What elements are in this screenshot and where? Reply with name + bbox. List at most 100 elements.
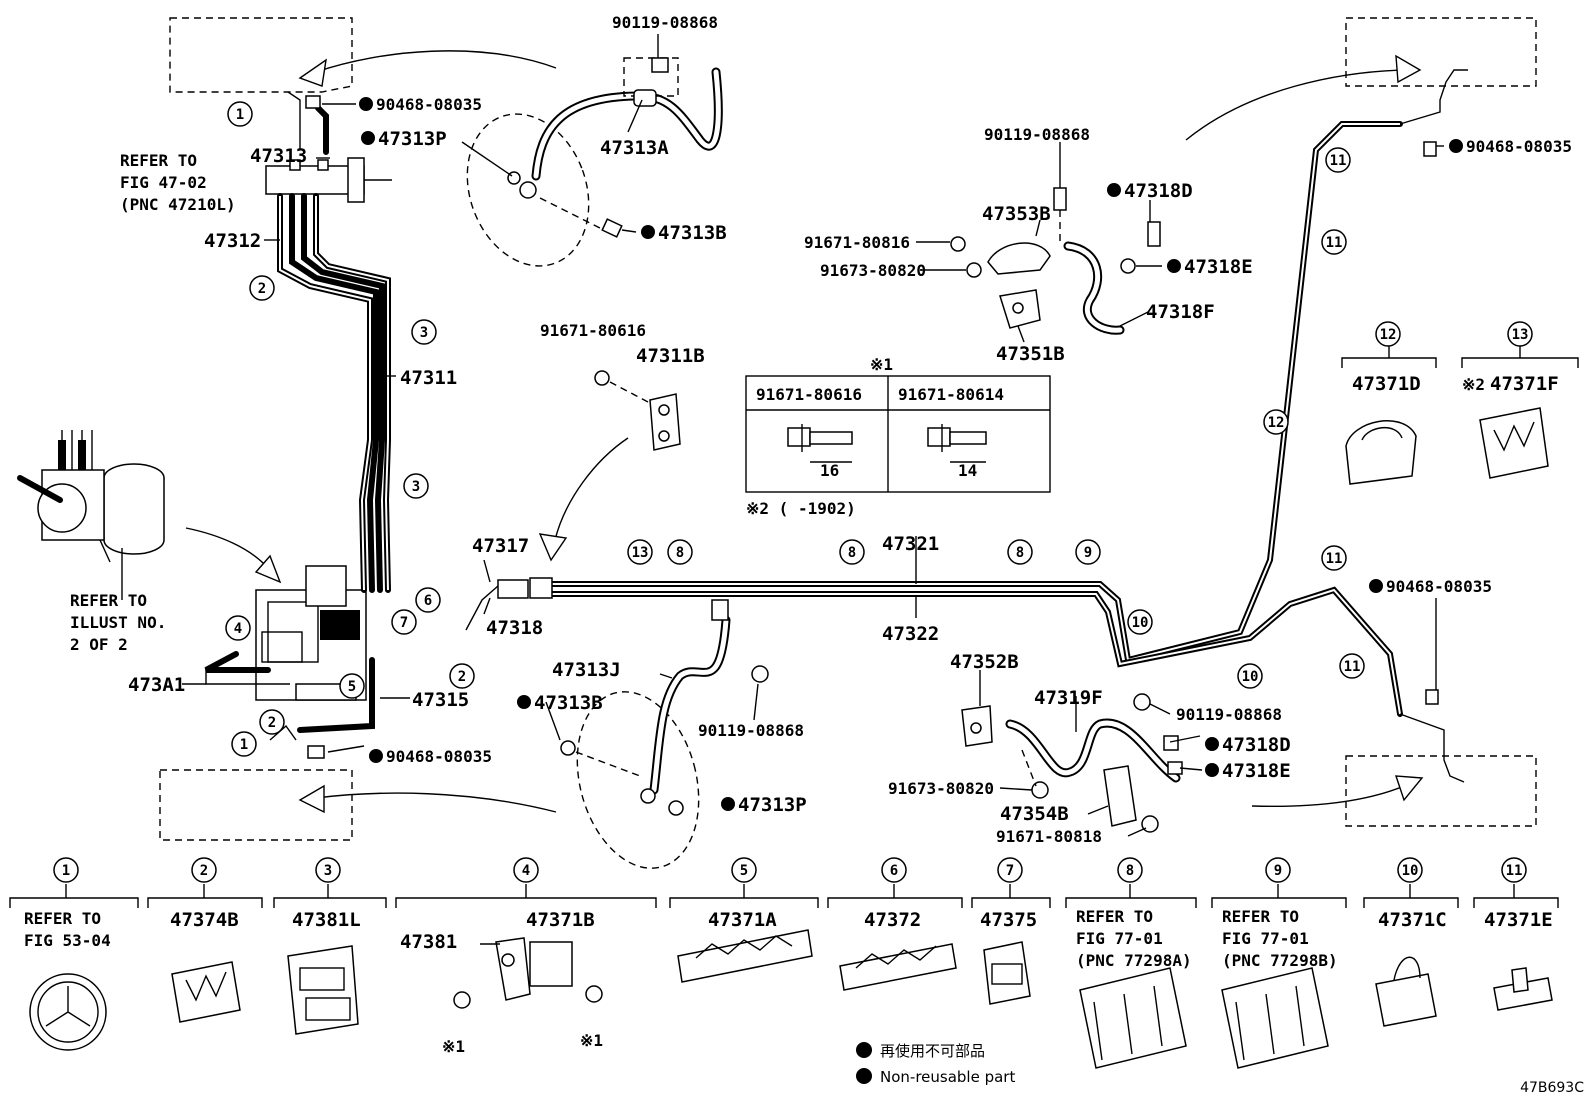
label-47311B: 47311B [636,345,705,367]
svg-text:FIG 77-01: FIG 77-01 [1222,929,1309,948]
leader-lines [121,34,1444,945]
table-dim2: 14 [958,461,977,480]
svg-text:3: 3 [324,863,332,879]
label-473A1: 473A1 [128,674,185,696]
legend-japanese: 再使用不可部品 [880,1042,985,1060]
svg-text:47371B: 47371B [526,909,595,931]
label-47351B: 47351B [996,343,1065,365]
refer-fig-47-02-line2: FIG 47-02 [120,173,207,192]
svg-text:8: 8 [848,545,856,561]
fastener-table [745,375,1051,493]
callout: 11 [1321,229,1347,255]
label-47313P-bottom: 47313P [738,794,807,816]
callout: 8 [667,539,693,565]
refer-illust-line1: REFER TO [70,591,147,610]
legend: 再使用不可部品 Non-reusable part [856,1042,1015,1086]
svg-text:47372: 47372 [864,909,921,931]
label-91673-80820-bottom: 91673-80820 [888,779,994,798]
label-47322: 47322 [882,623,939,645]
svg-text:FIG 53-04: FIG 53-04 [24,931,111,950]
label-47318: 47318 [486,617,543,639]
label-91673-80820-top: 91673-80820 [820,261,926,280]
svg-text:9: 9 [1084,545,1092,561]
callout: 11 [1325,147,1351,173]
svg-text:2: 2 [258,281,266,297]
label-47353B: 47353B [982,203,1051,225]
nonreusable-dot-icon [517,695,531,709]
bottom-item-7: 7 47375 [980,857,1037,931]
label-47318D-top: 47318D [1124,180,1193,202]
nonreusable-dot-icon [369,749,383,763]
refer-illust-line3: 2 OF 2 [70,635,128,654]
label-47371F: 47371F [1490,373,1559,395]
label-47313J: 47313J [552,659,621,681]
label-47371D: 47371D [1352,373,1421,395]
bottom-item-5: 5 47371A [708,857,777,931]
nonreusable-dot-icon [721,797,735,811]
flow-arrows [185,50,1424,814]
note-mark-2: ※2 [1462,375,1485,394]
callout: 3 [411,319,437,345]
bottom-item-2: 2 47374B [170,857,239,931]
pipe-bundle-vertical [204,91,391,741]
svg-text:1: 1 [62,863,70,879]
svg-text:11: 11 [1506,863,1523,879]
table-dim1: 16 [820,461,839,480]
label-90119-top: 90119-08868 [612,13,718,32]
label-47352B: 47352B [950,651,1019,673]
label-90119-bottom: 90119-08868 [698,721,804,740]
svg-text:7: 7 [1006,863,1014,879]
label-47313B-bottom: 47313B [534,692,603,714]
callout: 5 [339,673,365,699]
callout: 11 [0,0,17,4]
callout: 13 [1507,321,1533,347]
nonreusable-dot-icon [1167,259,1181,273]
fastener-table-text: ※1 91671-80616 91671-80614 16 14 ※2 ( -1… [746,355,1004,518]
label-47311: 47311 [400,367,457,389]
svg-text:12: 12 [1268,415,1285,431]
reference-boxes [159,17,1537,841]
svg-text:7: 7 [400,615,408,631]
svg-text:※1: ※1 [442,1037,465,1056]
svg-text:2: 2 [268,715,276,731]
label-91671-80616: 91671-80616 [540,321,646,340]
svg-text:3: 3 [412,479,420,495]
refer-illust-line2: ILLUST NO. [70,613,166,632]
callout: 2 [249,275,275,301]
callout: 9 [1075,539,1101,565]
svg-text:10: 10 [1132,615,1149,631]
label-91671-80818: 91671-80818 [996,827,1102,846]
svg-text:(PNC 77298B): (PNC 77298B) [1222,951,1338,970]
label-47313: 47313 [250,145,307,167]
svg-text:2: 2 [458,669,466,685]
label-47321: 47321 [882,533,939,555]
svg-text:FIG 77-01: FIG 77-01 [1076,929,1163,948]
nonreusable-dot-icon [1369,579,1383,593]
callout: 1 [227,101,253,127]
hose-group-47318F [950,187,1161,335]
svg-text:(PNC 77298A): (PNC 77298A) [1076,951,1192,970]
refer-fig-47-02-line1: REFER TO [120,151,197,170]
callout-circles: 1 2 3 3 4 5 6 7 2 2 1 13 8 8 8 9 10 10 1… [0,0,1533,757]
bottom-item-art [29,407,1553,1069]
svg-text:47374B: 47374B [170,909,239,931]
nonreusable-dot-icon [1205,737,1219,751]
svg-text:※1: ※1 [580,1031,603,1050]
label-90119-br: 90119-08868 [1176,705,1282,724]
nonreusable-dot-icon [641,225,655,239]
svg-text:8: 8 [676,545,684,561]
svg-text:8: 8 [1126,863,1134,879]
bottom-item-10: 10 47371C [1378,857,1447,931]
callout: 13 [627,539,653,565]
part-labels: 90119-08868 90468-08035 47313P 47313A RE… [70,13,1572,846]
bottom-item-11: 11 47371E [1484,857,1553,931]
label-90468-tl: 90468-08035 [376,95,482,114]
table-note-mark-1: ※1 [870,355,893,374]
svg-text:1: 1 [236,107,244,123]
callout: 8 [1007,539,1033,565]
hose-47313A [507,57,723,238]
svg-text:13: 13 [1512,327,1529,343]
bracket-47311B [594,370,681,451]
svg-text:REFER TO: REFER TO [1222,907,1299,926]
